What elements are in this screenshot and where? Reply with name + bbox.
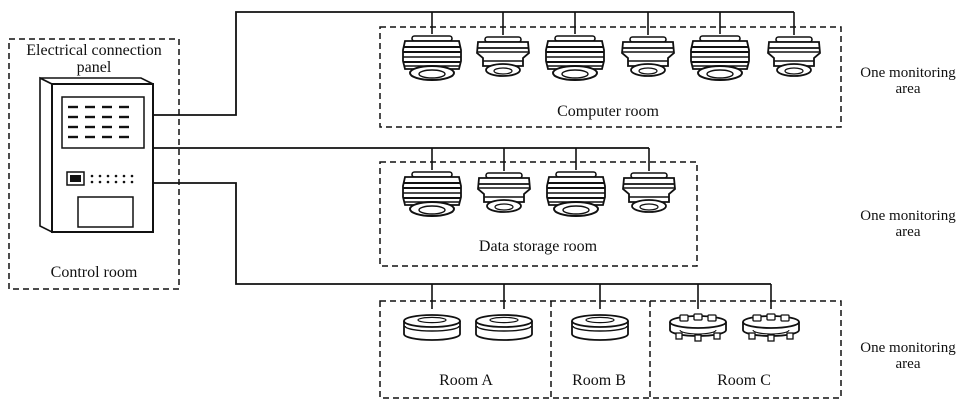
monitoring-area-line1: One monitoring: [860, 65, 956, 81]
monitoring-area-label: One monitoring area: [860, 340, 956, 373]
flat-smoke-detector-icon: [571, 314, 629, 341]
computer-room-drop-lines: [431, 12, 795, 35]
ringed-smoke-detector-icon: [402, 35, 462, 81]
panel-title-line2: panel: [76, 58, 112, 76]
bell-smoke-detector-icon: [621, 36, 675, 77]
wire-to-rooms-abc: [153, 182, 771, 285]
panel-title: Electrical connection panel: [26, 42, 162, 77]
computer-room-label: Computer room: [557, 103, 659, 120]
bell-smoke-detector-icon: [767, 36, 821, 77]
ringed-smoke-detector-icon: [690, 35, 750, 81]
control-room-boundary: [8, 38, 180, 290]
ringed-smoke-detector-icon: [545, 35, 605, 81]
control-room-label: Control room: [50, 264, 138, 281]
computer-room-boundary: [379, 26, 842, 128]
room-b-label: Room B: [572, 372, 626, 389]
room-a-label: Room A: [439, 372, 493, 389]
monitoring-area-line1: One monitoring: [860, 208, 956, 224]
rooms-abc-drop-lines: [431, 284, 772, 309]
bell-smoke-detector-icon: [476, 36, 530, 77]
monitoring-area-line2: area: [895, 355, 921, 372]
rooms-abc-boundary: [379, 300, 842, 399]
flat-smoke-detector-icon: [475, 314, 533, 341]
data-storage-room-boundary: [379, 161, 698, 267]
flat-smoke-detector-icon: [403, 314, 461, 341]
monitoring-area-line1: One monitoring: [860, 340, 956, 356]
ringed-smoke-detector-icon: [402, 171, 462, 217]
monitoring-area-line2: area: [895, 80, 921, 97]
panel-led-row: [90, 174, 134, 184]
room-c-label: Room C: [717, 372, 771, 389]
bell-smoke-detector-icon: [622, 172, 676, 213]
heat-detector-icon: [742, 313, 800, 342]
ringed-smoke-detector-icon: [546, 171, 606, 217]
monitoring-area-label: One monitoring area: [860, 65, 956, 98]
panel-indicator-grid: [68, 105, 129, 139]
bell-smoke-detector-icon: [477, 172, 531, 213]
panel-lower-door: [77, 196, 134, 228]
data-storage-room-label: Data storage room: [478, 238, 598, 255]
panel-title-line1: Electrical connection: [26, 42, 162, 59]
wire-to-computer-room: [153, 11, 794, 116]
monitoring-area-line2: area: [895, 223, 921, 240]
panel-upper-display: [61, 96, 145, 149]
monitoring-area-label: One monitoring area: [860, 208, 956, 241]
electrical-panel-cabinet: [39, 76, 154, 234]
data-storage-drop-lines: [431, 148, 650, 171]
heat-detector-icon: [669, 313, 727, 342]
